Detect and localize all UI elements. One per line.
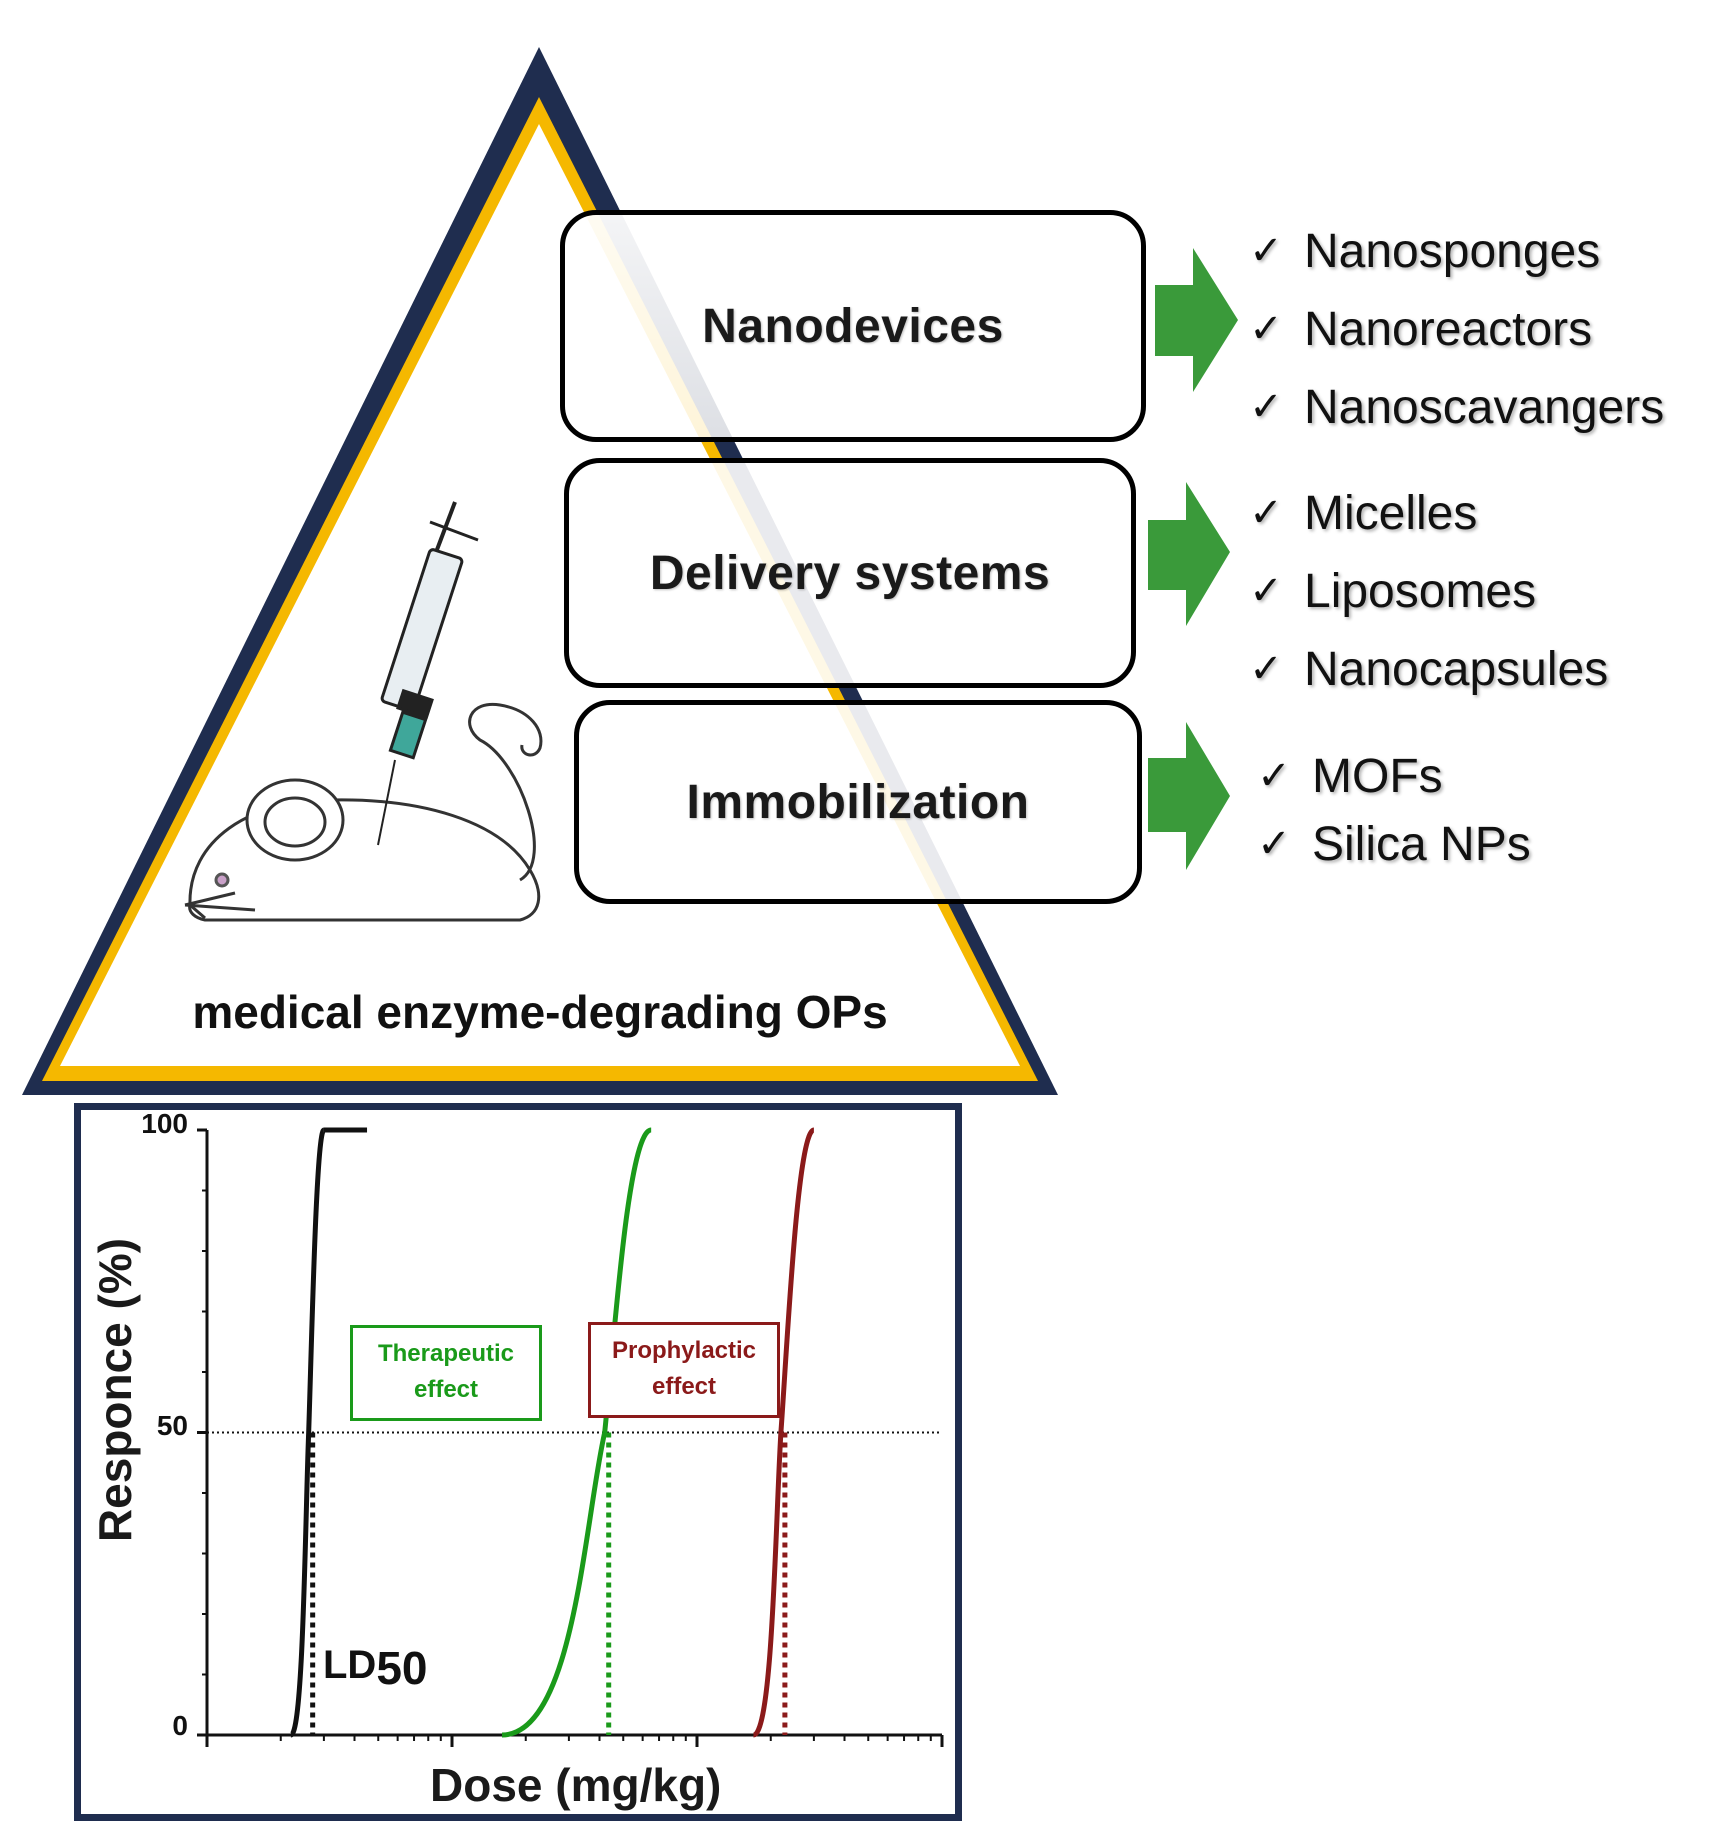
arrow-icon	[1148, 722, 1230, 870]
ld50-label: LD50	[323, 1635, 428, 1694]
series-line-0	[288, 1127, 327, 1738]
chart-x-axis-label: Dose (mg/kg)	[430, 1759, 722, 1811]
check-icon: ✓	[1249, 491, 1283, 535]
list-item-label: Liposomes	[1304, 564, 1537, 618]
category-box-nanodevices: Nanodevices	[560, 210, 1146, 442]
list-item: ✓ Liposomes	[1242, 552, 1608, 630]
check-icon: ✓	[1257, 822, 1291, 866]
check-icon: ✓	[1257, 754, 1291, 798]
list-item: ✓ MOFs	[1250, 742, 1531, 810]
bullet-list-delivery-systems: ✓ Micelles ✓ Liposomes ✓ Nanocapsules	[1242, 474, 1608, 708]
y-tick-label: 0	[172, 1710, 188, 1741]
check-icon: ✓	[1249, 385, 1283, 429]
check-icon: ✓	[1249, 229, 1283, 273]
annotation-line: effect	[651, 1373, 717, 1400]
list-item: ✓ Micelles	[1242, 474, 1608, 552]
ld-label-main: LD	[323, 1643, 377, 1687]
list-item-label: Silica NPs	[1312, 817, 1531, 871]
list-item: ✓ Nanosponges	[1242, 212, 1664, 290]
chart-frame	[74, 1103, 962, 1821]
arrow-icon	[1148, 482, 1230, 626]
series-line-1	[501, 1127, 653, 1738]
y-tick-label: 100	[141, 1108, 188, 1139]
list-item-label: Nanoscavangers	[1304, 380, 1665, 434]
check-icon: ✓	[1249, 647, 1283, 691]
list-item-label: MOFs	[1312, 749, 1443, 803]
arrow-icon	[1155, 248, 1238, 392]
check-icon: ✓	[1249, 307, 1283, 351]
category-box-delivery-systems: Delivery systems	[564, 458, 1136, 688]
list-item: ✓ Nanoscavangers	[1242, 368, 1664, 446]
bullet-list-nanodevices: ✓ Nanosponges ✓ Nanoreactors ✓ Nanoscavange…	[1242, 212, 1664, 446]
annotation-line: Prophylactic	[611, 1337, 757, 1364]
y-tick-label: 50	[156, 1410, 188, 1441]
mouse-icon	[184, 702, 543, 922]
annotation-line: effect	[413, 1376, 479, 1403]
bullet-list-immobilization: ✓ MOFs ✓ Silica NPs	[1250, 742, 1531, 878]
triangle-caption: medical enzyme-degrading OPs	[192, 986, 888, 1038]
list-item: ✓ Nanocapsules	[1242, 630, 1608, 708]
list-item-label: Nanocapsules	[1304, 642, 1609, 696]
prophylactic-effect-label: Prophylactic effect	[588, 1322, 780, 1418]
ld-label-sub: 50	[376, 1642, 428, 1694]
series-line-2	[752, 1127, 816, 1738]
check-icon: ✓	[1249, 569, 1283, 613]
list-item: ✓ Silica NPs	[1250, 810, 1531, 878]
list-item-label: Nanoreactors	[1304, 302, 1593, 356]
list-item-label: Micelles	[1304, 486, 1478, 540]
list-item-label: Nanosponges	[1304, 224, 1601, 278]
category-box-immobilization: Immobilization	[574, 700, 1142, 904]
syringe-icon	[377, 501, 479, 846]
annotation-line: Therapeutic	[377, 1340, 515, 1367]
therapeutic-effect-label: Therapeutic effect	[350, 1325, 542, 1421]
list-item: ✓ Nanoreactors	[1242, 290, 1664, 368]
